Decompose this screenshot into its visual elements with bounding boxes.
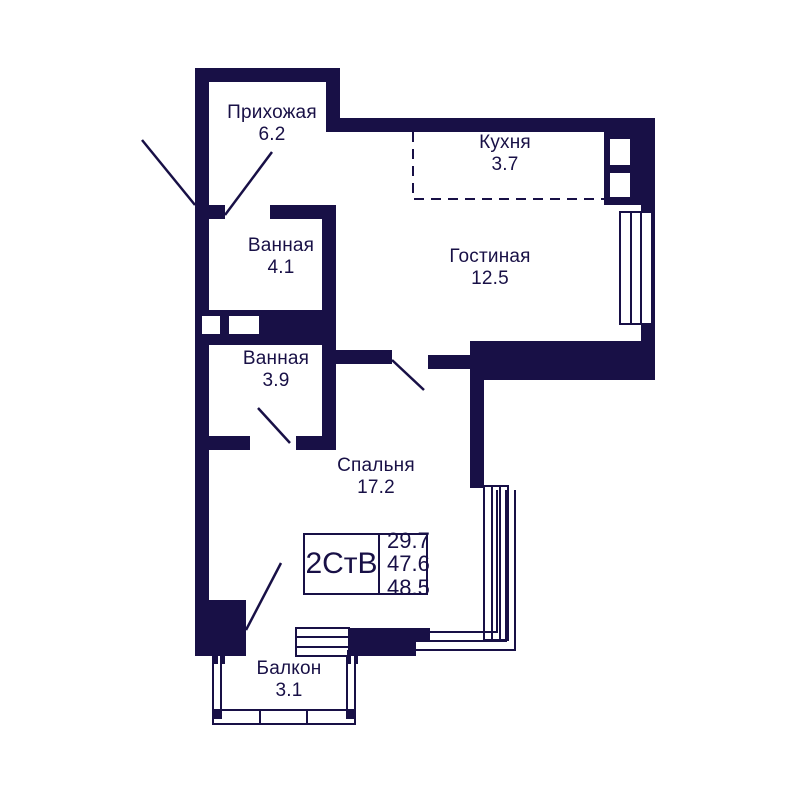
balcony-connector-left (214, 650, 218, 664)
wall-living-bottom-and-bedroom-right (428, 341, 641, 486)
window-bedroom (295, 627, 350, 657)
door-bedroom-lower-leaf (244, 562, 283, 631)
window-group (200, 137, 653, 657)
apartment-area-living: 29.7 (387, 528, 430, 554)
wall-bathroom2-right (322, 345, 336, 450)
vent-duct-large (227, 314, 261, 336)
balcony-glazing-return-1 (416, 490, 498, 633)
door-bathroom2-leaf (257, 407, 291, 444)
door-hallway-leaf (223, 151, 274, 216)
apartment-area-total: 48.5 (387, 574, 430, 600)
wall-hallway-bath-divider (195, 205, 225, 219)
wall-bedroom-bottom-center (347, 628, 416, 656)
door-bedroom-leaf (391, 359, 425, 391)
balcony-glazing-return-3 (416, 490, 516, 651)
wall-bathroom2-bottom-left (195, 436, 250, 450)
wall-hallway-bath-divider-right (270, 205, 336, 219)
riser-opening-upper (608, 137, 632, 167)
balcony-post-right (346, 710, 355, 719)
kitchen-dashed-boundary (412, 132, 607, 200)
balcony-railing (212, 709, 356, 725)
wall-corridor-stub (336, 350, 392, 364)
wall-hallway-top (195, 68, 655, 205)
riser-opening-lower (608, 171, 632, 199)
balcony-connector-right-2 (354, 650, 358, 664)
wall-left-outer (195, 205, 209, 640)
wall-bathroom2-bottom-right (296, 436, 336, 450)
apartment-type-label: 2СтВ (305, 535, 380, 593)
apartment-area-usable: 47.6 (387, 551, 430, 577)
door-entrance-leaf (141, 139, 196, 206)
vent-duct-small (200, 314, 222, 336)
apartment-info-box: 2СтВ 29.7 47.6 48.5 (303, 529, 430, 599)
balcony-connector-right (347, 650, 351, 664)
balcony-glazing-return-2 (416, 490, 507, 642)
door-group (141, 139, 425, 631)
wall-left-outer-lower (195, 600, 246, 656)
balcony-connector-group (214, 650, 358, 664)
apartment-areas-list: 29.7 47.6 48.5 (380, 529, 437, 598)
window-living-room (619, 211, 653, 325)
kitchen-zone-dashed (412, 132, 607, 200)
wall-bedroom-right (470, 364, 484, 488)
balcony-connector-left-2 (221, 650, 225, 664)
balcony-group (212, 656, 356, 725)
balcony-post-left (213, 710, 222, 719)
wall-bedroom-bottom-right (416, 628, 430, 642)
